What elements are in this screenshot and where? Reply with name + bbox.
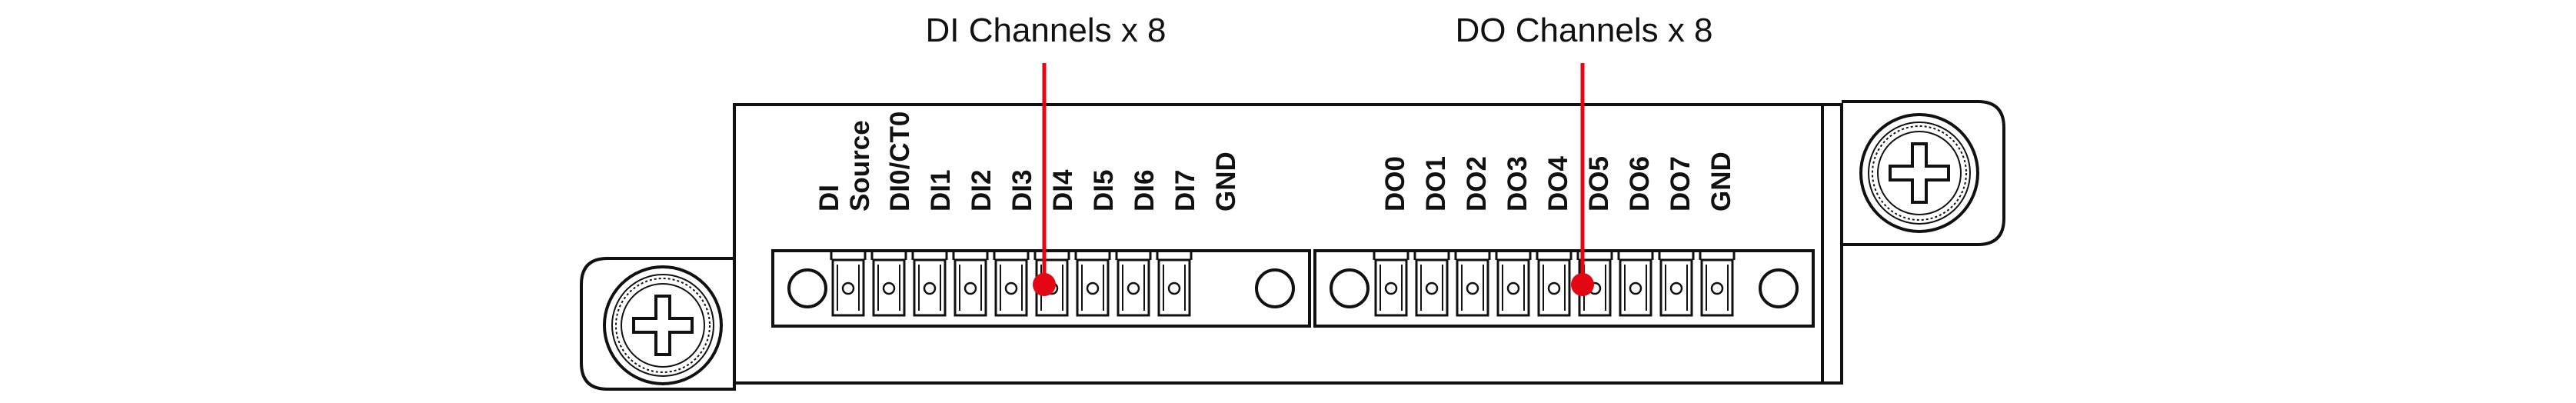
do-callout-dot [1571, 273, 1594, 296]
di-terminal-pin [993, 249, 1030, 317]
di-right-mount-hole [1255, 268, 1295, 308]
do-pin-label: DO7 [1666, 156, 1696, 211]
do-terminal-pin [1373, 249, 1409, 317]
do-pin-label: GND [1706, 152, 1736, 211]
do-terminal-pin [1536, 249, 1573, 317]
di-callout-dot [1033, 273, 1056, 296]
right-screw-icon [1859, 113, 1979, 233]
do-terminal-pin [1413, 249, 1450, 317]
do-terminal-pin [1576, 249, 1613, 317]
do-terminal-pin [1495, 249, 1532, 317]
do-terminal-pin [1699, 249, 1736, 317]
di-pin-label: Source [845, 120, 875, 211]
di-terminal-pin [1115, 249, 1152, 317]
do-pin-label: DO1 [1421, 156, 1451, 211]
di-terminal-pin [1074, 249, 1111, 317]
di-callout: DI Channels x 8 [925, 12, 1167, 296]
di-pin-label: DI5 [1089, 170, 1119, 211]
di-pin-label: DI7 [1170, 170, 1200, 211]
di-pin-label: DI4 [1048, 169, 1078, 211]
di-terminal-pin [1156, 249, 1193, 317]
left-mount-bracket [580, 257, 736, 391]
di-pin-label: DI [814, 185, 844, 211]
di-terminal-block [771, 249, 1311, 328]
do-pin-label: DO2 [1462, 156, 1492, 211]
do-terminal-block [1313, 249, 1815, 328]
di-pin-label: GND [1211, 152, 1241, 211]
do-right-mount-hole [1759, 268, 1799, 308]
do-callout: DO Channels x 8 [1455, 12, 1713, 296]
di-pin-label: DI3 [1007, 170, 1037, 211]
do-pin-label: DO4 [1543, 156, 1573, 212]
right-mount-bracket [1840, 100, 2005, 246]
di-left-mount-hole [787, 268, 827, 308]
do-pin-label: DO3 [1503, 156, 1533, 211]
di-terminal-pin [830, 249, 867, 317]
do-terminal-pin [1617, 249, 1654, 317]
do-pin-label: DO5 [1584, 156, 1614, 211]
di-pin-label: DI6 [1130, 170, 1160, 211]
do-terminal-pin [1658, 249, 1695, 317]
di-pin-label: DI0/CT0 [885, 112, 915, 211]
di-pin-label: DI1 [926, 170, 956, 211]
do-pin-label: DO6 [1625, 156, 1655, 211]
do-terminal-pin [1454, 249, 1491, 317]
do-left-mount-hole [1330, 268, 1370, 308]
di-terminal-pin [911, 249, 948, 317]
do-callout-label: DO Channels x 8 [1455, 12, 1712, 49]
di-callout-label: DI Channels x 8 [925, 12, 1166, 49]
do-pin-label: DO0 [1380, 156, 1410, 211]
di-pin-label: DI2 [967, 170, 997, 211]
di-terminal-pin [870, 249, 907, 317]
left-screw-icon [603, 265, 723, 385]
di-terminal-pin [952, 249, 989, 317]
